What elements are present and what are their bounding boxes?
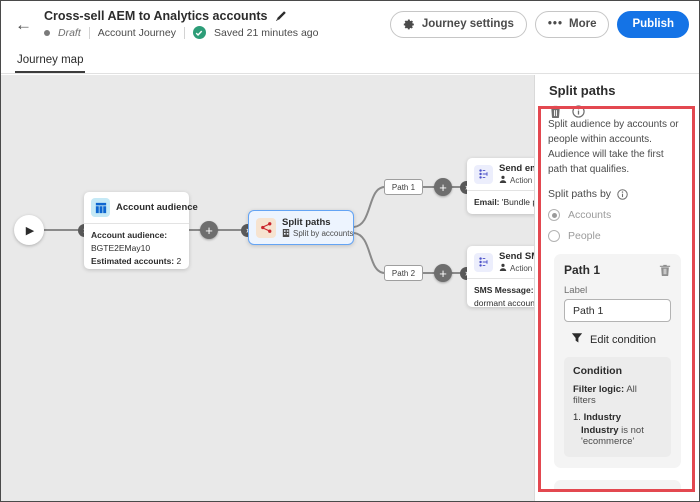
label-caption: Label <box>564 285 588 296</box>
status-dot-icon <box>44 29 50 36</box>
node-subtitle: Split by accounts <box>293 229 354 238</box>
field-label: Account audience: <box>91 230 168 240</box>
filter-logic-label: Filter logic: <box>573 384 625 395</box>
trash-icon[interactable] <box>659 264 671 276</box>
person-icon <box>499 175 507 185</box>
radio-label: People <box>568 230 601 242</box>
title-block: Cross-sell AEM to Analytics accounts Dra… <box>44 9 318 39</box>
red-annotation-box: Split audience by accounts or people wit… <box>538 106 695 492</box>
node-account-audience[interactable]: Account audience Account audience: BGTE2… <box>84 192 198 269</box>
trash-icon[interactable] <box>659 490 671 492</box>
path1-condition-box: Condition Filter logic: All filters 1. I… <box>564 357 671 457</box>
branch-label-path2[interactable]: Path 2 <box>384 265 423 281</box>
status-badge: Draft <box>58 26 81 39</box>
divider <box>183 26 185 39</box>
action-icon <box>474 164 493 184</box>
field-label: Estimated accounts: <box>91 255 175 266</box>
journey-start-play-button[interactable]: ▶ <box>14 215 44 245</box>
node-title: Split paths <box>282 216 331 228</box>
node-send-sms[interactable]: Send SMS Action on p SMS Message: 'Engag… <box>467 246 534 308</box>
person-icon <box>499 263 507 273</box>
more-label: More <box>568 18 597 30</box>
saved-status-text: Saved 21 minutes ago <box>213 26 319 39</box>
connector-lines <box>44 186 467 274</box>
divider <box>467 278 534 279</box>
main-area: ▶ › › › › + + + Account audience Account… <box>1 75 699 501</box>
edit-condition-label: Edit condition <box>590 333 657 346</box>
field-value: 2 <box>174 255 182 266</box>
top-bar: ← Cross-sell AEM to Analytics accounts D… <box>1 1 699 47</box>
account-audience-icon <box>91 198 110 217</box>
tab-bar: Journey map <box>1 47 699 74</box>
panel-description: Split audience by accounts or people wit… <box>548 119 679 175</box>
branch-label-path1[interactable]: Path 1 <box>384 179 423 195</box>
filter-logic-value: All filters <box>573 384 637 406</box>
accounts-glyph-icon <box>282 228 290 239</box>
node-title: Account audience <box>116 202 198 213</box>
rule-number: 1. <box>573 412 584 423</box>
path1-section: Path 1 Label Edit condition C <box>554 254 681 468</box>
path2-title: Path 2 <box>564 489 600 492</box>
journey-settings-button[interactable]: Journey settings <box>389 10 527 38</box>
rule-name: Industry <box>583 412 622 423</box>
publish-button[interactable]: Publish <box>617 10 689 38</box>
tab-journey-map[interactable]: Journey map <box>15 54 86 73</box>
node-title: Send SMS <box>499 251 534 262</box>
split-by-label: Split paths by <box>548 188 612 200</box>
more-dots-icon: ••• <box>547 18 563 30</box>
more-button[interactable]: ••• More <box>534 10 610 38</box>
page-title: Cross-sell AEM to Analytics accounts <box>44 9 268 23</box>
play-icon: ▶ <box>25 224 35 237</box>
radio-icon <box>548 230 560 242</box>
field-label: Email: <box>474 197 500 207</box>
rule-value: 'ecommerce' <box>581 436 635 447</box>
split-paths-config-panel: Split paths Split audience by accounts o… <box>534 75 699 501</box>
divider <box>84 223 189 224</box>
divider <box>467 190 534 191</box>
path2-section: Path 2 Label Edit condition C <box>554 480 681 492</box>
rule-subject: Industry <box>581 425 619 436</box>
radio-option-people[interactable]: People <box>548 230 685 242</box>
path1-title: Path 1 <box>564 263 601 277</box>
rule-predicate: is not <box>618 425 644 436</box>
journey-canvas[interactable]: ▶ › › › › + + + Account audience Account… <box>1 75 534 501</box>
back-arrow-icon[interactable]: ← <box>15 14 32 34</box>
radio-icon <box>548 209 560 221</box>
panel-title: Split paths <box>549 83 616 98</box>
node-send-email[interactable]: Send email Action on p Email: 'Bundle pr… <box>467 158 534 214</box>
field-value: 'Bundle promo <box>501 197 534 207</box>
node-subtitle: Action on p <box>510 263 534 273</box>
publish-label: Publish <box>632 18 674 30</box>
gear-icon <box>403 18 416 31</box>
info-icon[interactable] <box>617 188 628 200</box>
header-actions: Journey settings ••• More Publish <box>389 10 689 38</box>
divider <box>88 26 90 39</box>
action-icon <box>474 252 493 272</box>
add-node-button[interactable]: + <box>434 264 452 282</box>
field-value-line2: dormant account con <box>474 297 534 308</box>
node-subtitle: Action on p <box>510 175 534 185</box>
field-label: SMS Message: <box>474 285 534 295</box>
radio-option-accounts[interactable]: Accounts <box>548 209 685 221</box>
node-title: Send email <box>499 163 534 174</box>
journey-type-label: Account Journey <box>97 26 176 39</box>
radio-label: Accounts <box>568 209 612 221</box>
split-paths-icon <box>256 217 276 238</box>
journey-settings-label: Journey settings <box>421 18 514 30</box>
filter-funnel-icon <box>571 332 583 347</box>
path1-label-input[interactable] <box>564 299 671 322</box>
add-node-button[interactable]: + <box>200 221 218 239</box>
path1-edit-condition[interactable]: Edit condition <box>571 332 671 347</box>
condition-title: Condition <box>573 365 622 377</box>
saved-check-icon <box>192 26 206 39</box>
edit-pencil-icon[interactable] <box>275 10 287 22</box>
field-value: BGTE2EMay10 <box>91 242 151 253</box>
add-node-button[interactable]: + <box>434 178 452 196</box>
node-split-paths[interactable]: Split paths Split by accounts <box>248 210 354 245</box>
